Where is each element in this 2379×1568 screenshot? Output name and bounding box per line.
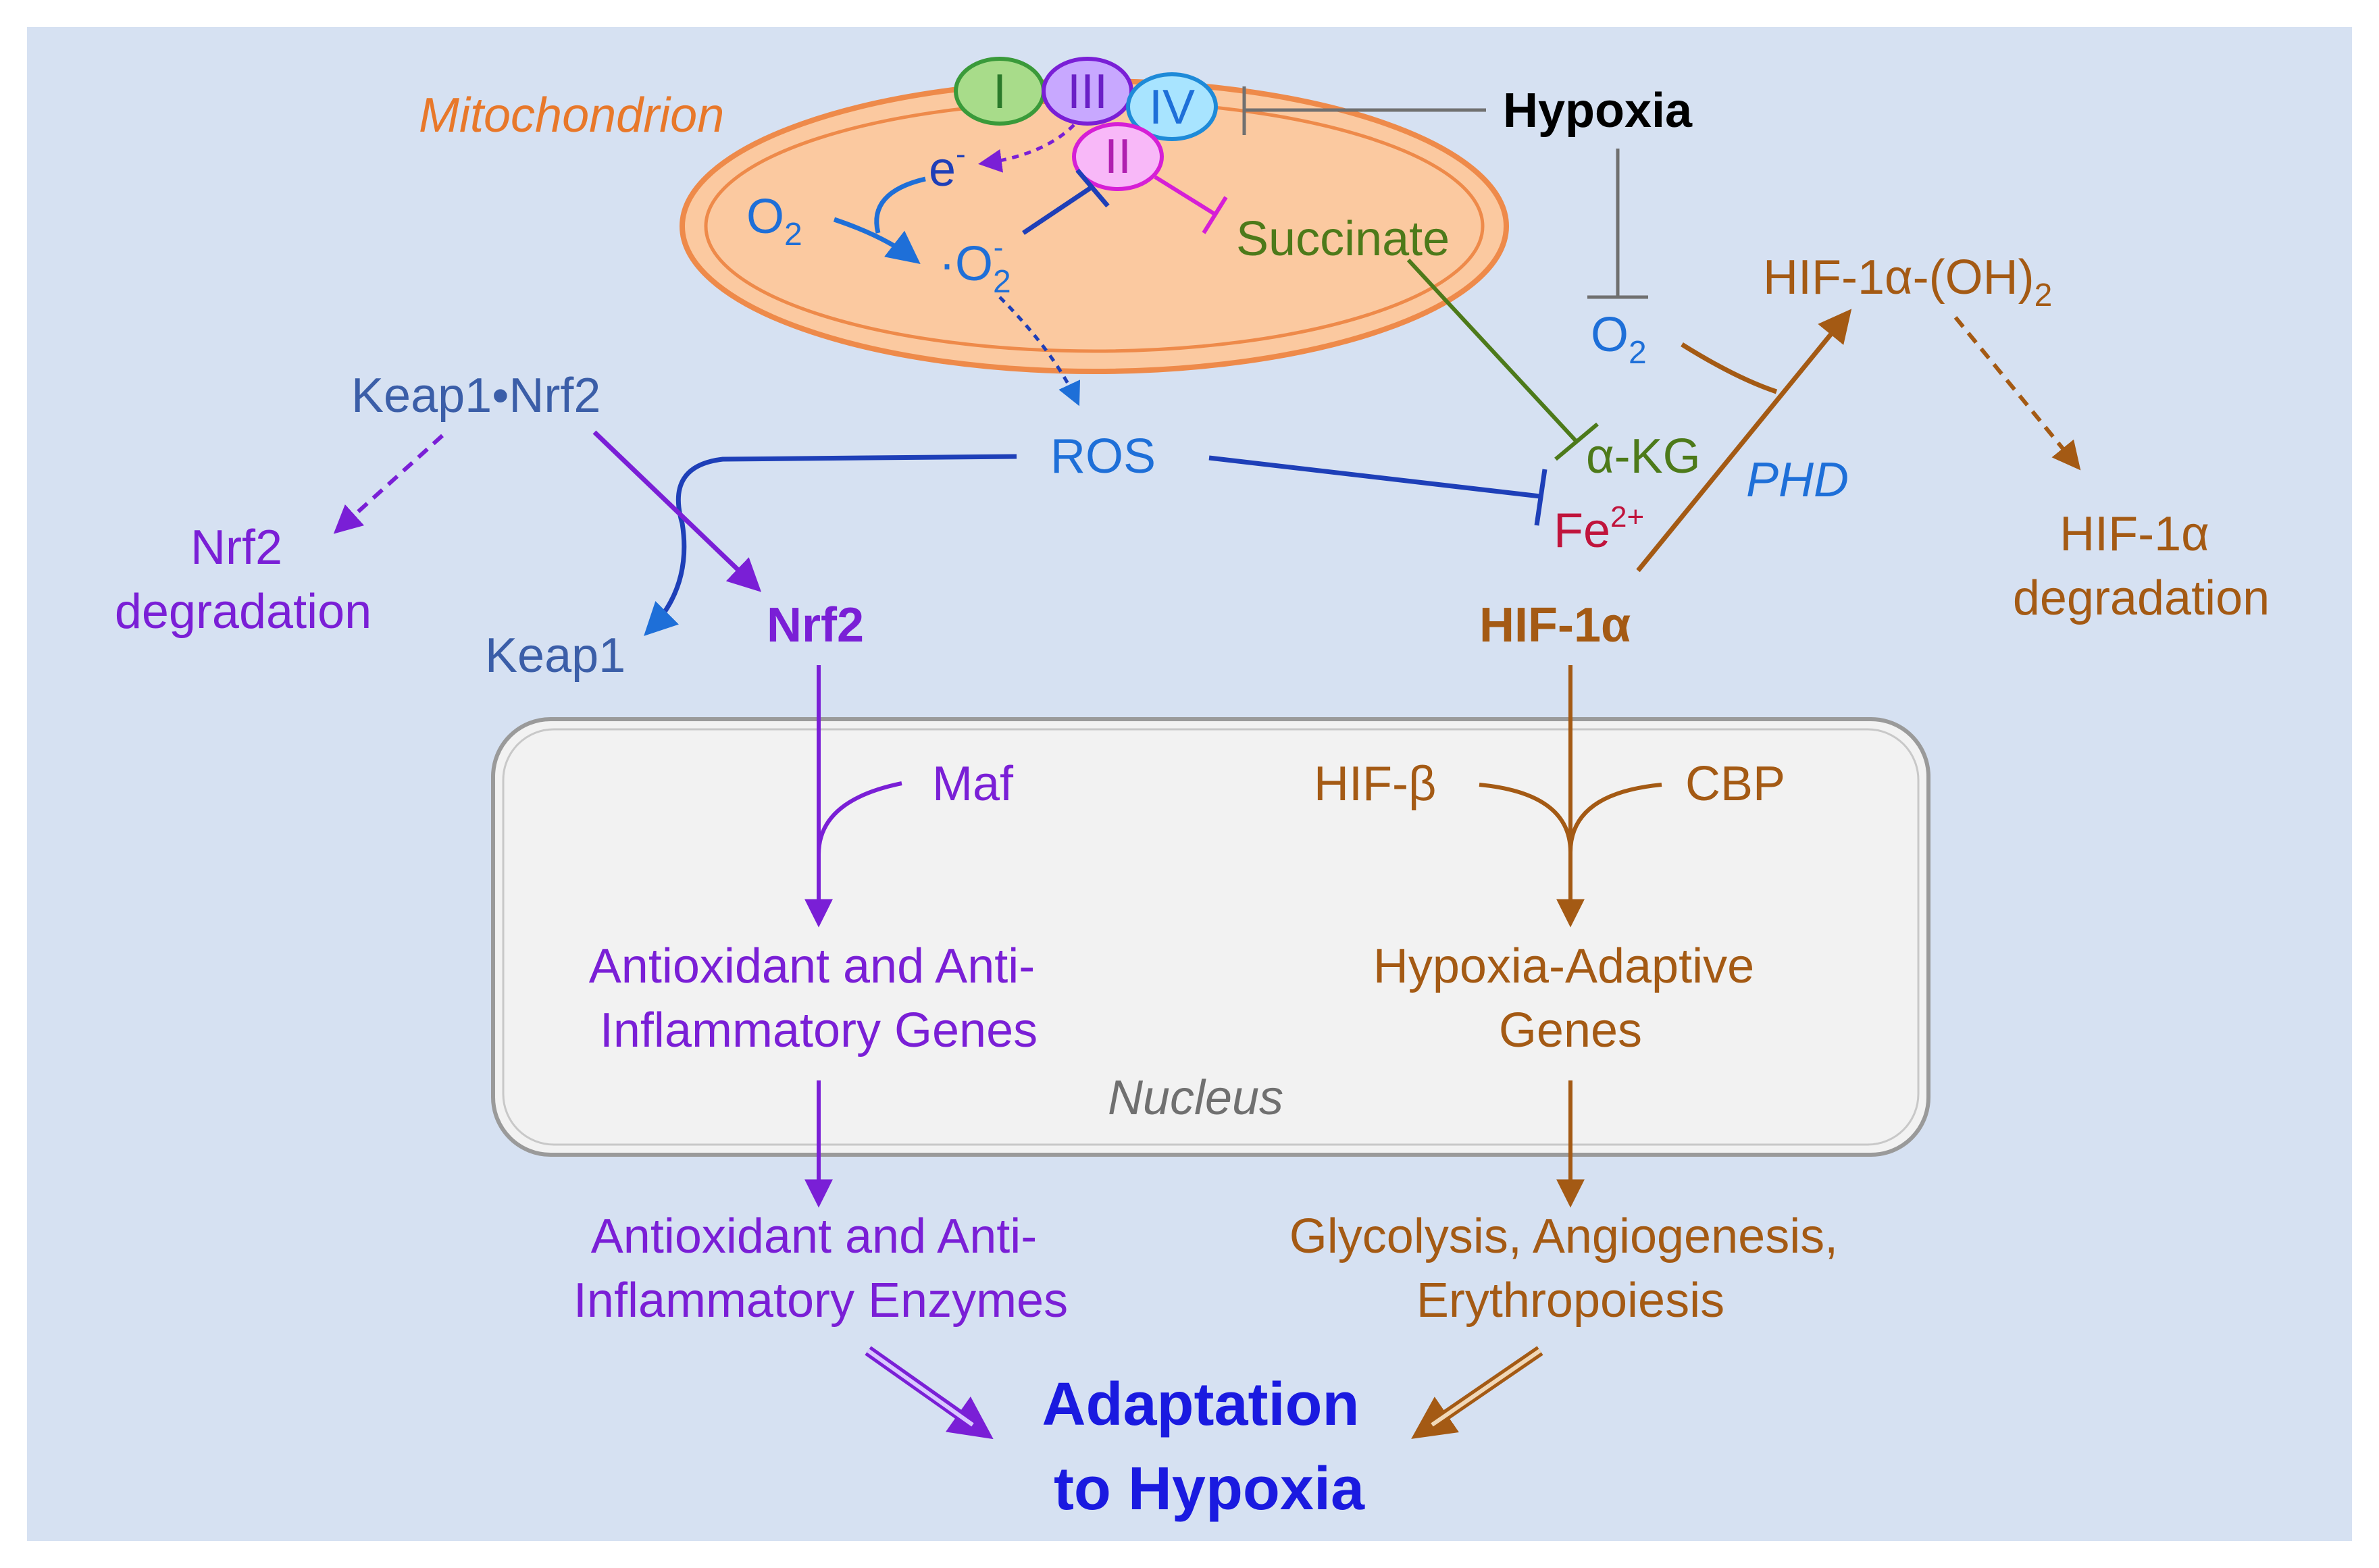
processes-to-adaptation-arrow	[1411, 1346, 1543, 1439]
hypoxia-label: Hypoxia	[1503, 84, 1693, 138]
o2-mitochondrial-label: O2	[746, 190, 802, 253]
nucleus-label: Nucleus	[1108, 1071, 1283, 1125]
complex-i-label: I	[993, 65, 1006, 119]
cbp-joins-curve	[1568, 783, 1662, 853]
hypoxia-adaptive-genes-label: Hypoxia-Adaptive Genes	[1373, 939, 1768, 1057]
succinate-inhibits-akg	[1406, 258, 1579, 444]
fe-label: Fe2+	[1554, 500, 1644, 558]
antioxidant-genes-label: Antioxidant and Anti- Inflammatory Genes	[589, 939, 1048, 1057]
hif1a-label: HIF-1α	[1479, 598, 1631, 652]
o2-label: O2	[1591, 308, 1647, 371]
maf-label: Maf	[932, 757, 1014, 811]
electron-to-superoxide-curve	[874, 176, 926, 234]
ros-to-keap1-arrow	[644, 454, 1017, 636]
succinate-inhibits-akg-bar	[1554, 422, 1599, 461]
complex-ii-inhibits-succinate	[1154, 175, 1217, 217]
ros-inhibits-fe	[1208, 455, 1541, 499]
hif1a-hydroxylated-label: HIF-1α-(OH)2	[1763, 251, 2052, 313]
nrf2-label: Nrf2	[767, 598, 864, 652]
nrf2-degradation-label: Nrf2 degradation	[115, 521, 372, 639]
o2-to-phd-curve	[1681, 342, 1778, 394]
keap1-nrf2-to-nrf2-arrow	[592, 430, 762, 592]
hif1a-to-hydroxylated-arrow	[1636, 309, 1852, 573]
adaptation-label: Adaptation to Hypoxia	[1042, 1371, 1377, 1523]
mitochondrion-label: Mitochondrion	[419, 88, 724, 142]
maf-joins-curve	[817, 781, 902, 855]
keap1-nrf2-label: Keap1•Nrf2	[351, 369, 600, 423]
antioxidant-enzymes-label: Antioxidant and Anti- Inflammatory Enzym…	[573, 1209, 1068, 1328]
complex-iv	[1126, 72, 1218, 141]
ros-inhibits-fe-bar	[1534, 469, 1547, 526]
complex-ii-label: II	[1104, 130, 1131, 184]
enzymes-to-adaptation-arrow	[865, 1346, 994, 1440]
electron-label: e-	[929, 138, 966, 197]
complex-iii-label: III	[1067, 65, 1108, 119]
complex-ii	[1072, 122, 1164, 191]
complex-ii-inhibits-succinate-bar	[1202, 196, 1228, 234]
nucleus-box-inner	[502, 728, 1920, 1146]
hif1a-degradation-label: HIF-1α degradation	[2013, 507, 2270, 625]
complex-iv-label: IV	[1149, 80, 1195, 134]
superoxide-label: ·O2-	[939, 231, 1011, 300]
glycolysis-label: Glycolysis, Angiogenesis, Erythropoiesis	[1289, 1209, 1851, 1328]
hydroxylated-to-degradation-arrow	[1953, 316, 2081, 471]
phd-label: PHD	[1746, 453, 1849, 507]
hif-beta-joins-curve	[1479, 783, 1572, 853]
superoxide-inhibits-complex-ii-bar	[1075, 168, 1110, 208]
akg-label: α-KG	[1586, 429, 1701, 484]
ros-label: ROS	[1050, 429, 1156, 484]
superoxide-inhibits-complex-ii	[1022, 186, 1092, 235]
hif-beta-label: HIF-β	[1314, 757, 1436, 811]
succinate-label: Succinate	[1236, 212, 1450, 266]
superoxide-to-ros-arrow	[998, 296, 1081, 407]
keap1-nrf2-to-degradation-arrow	[333, 434, 444, 534]
keap1-label: Keap1	[485, 629, 625, 683]
cbp-label: CBP	[1685, 757, 1785, 811]
o2-to-superoxide-arrow	[833, 217, 921, 265]
